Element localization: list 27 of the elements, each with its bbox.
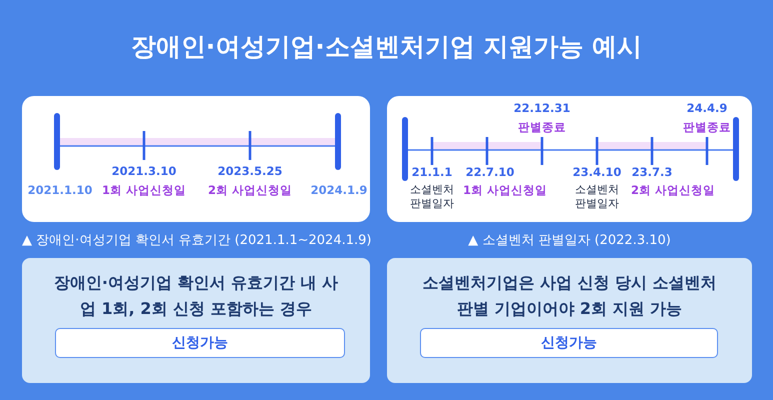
status-box: 신청가능 (55, 328, 345, 358)
title: 장애인·여성기업·소셜벤처기업 지원가능 예시 (130, 31, 644, 63)
date-label: 23.4.10 (572, 165, 622, 180)
event-label: 판별종료 (683, 120, 731, 134)
event-label: 2회 사업신청일 (208, 183, 292, 198)
event-label: 소셜벤처 판별일자 (574, 183, 620, 210)
event-label: 2회 사업신청일 (631, 183, 715, 198)
event-label: 1회 사업신청일 (463, 183, 547, 198)
date-label: 24.4.9 (686, 101, 728, 116)
description-text: 장애인·여성기업 확인서 유효기간 내 사업 1회, 2회 신청 포함하는 경우 (52, 272, 340, 320)
description-card (387, 258, 752, 383)
date-label: 21.1.1 (412, 165, 452, 180)
date-label: 23.7.3 (632, 165, 672, 180)
date-label: 22.7.10 (466, 165, 514, 180)
status-box: 신청가능 (420, 328, 718, 358)
event-label: 판별종료 (518, 120, 566, 134)
date-label: 2021.3.10 (112, 164, 176, 178)
date-label: 22.12.31 (514, 101, 570, 116)
date-label: 2024.1.9 (310, 183, 368, 198)
event-label: 소셜벤처 판별일자 (409, 183, 455, 210)
date-label: 2021.1.10 (28, 183, 92, 198)
description-card (22, 258, 370, 383)
description-text: 소셜벤처기업은 사업 신청 당시 소셜벤처 판별 기업이어야 2회 지원 가능 (421, 272, 718, 320)
event-label: 1회 사업신청일 (102, 183, 186, 198)
caption: ▲ 소셜벤처 판별일자 (2022.3.10) (467, 232, 672, 249)
caption: ▲ 장애인·여성기업 확인서 유효기간 (2021.1.1~2024.1.9) (22, 232, 370, 249)
date-label: 2023.5.25 (218, 164, 282, 178)
